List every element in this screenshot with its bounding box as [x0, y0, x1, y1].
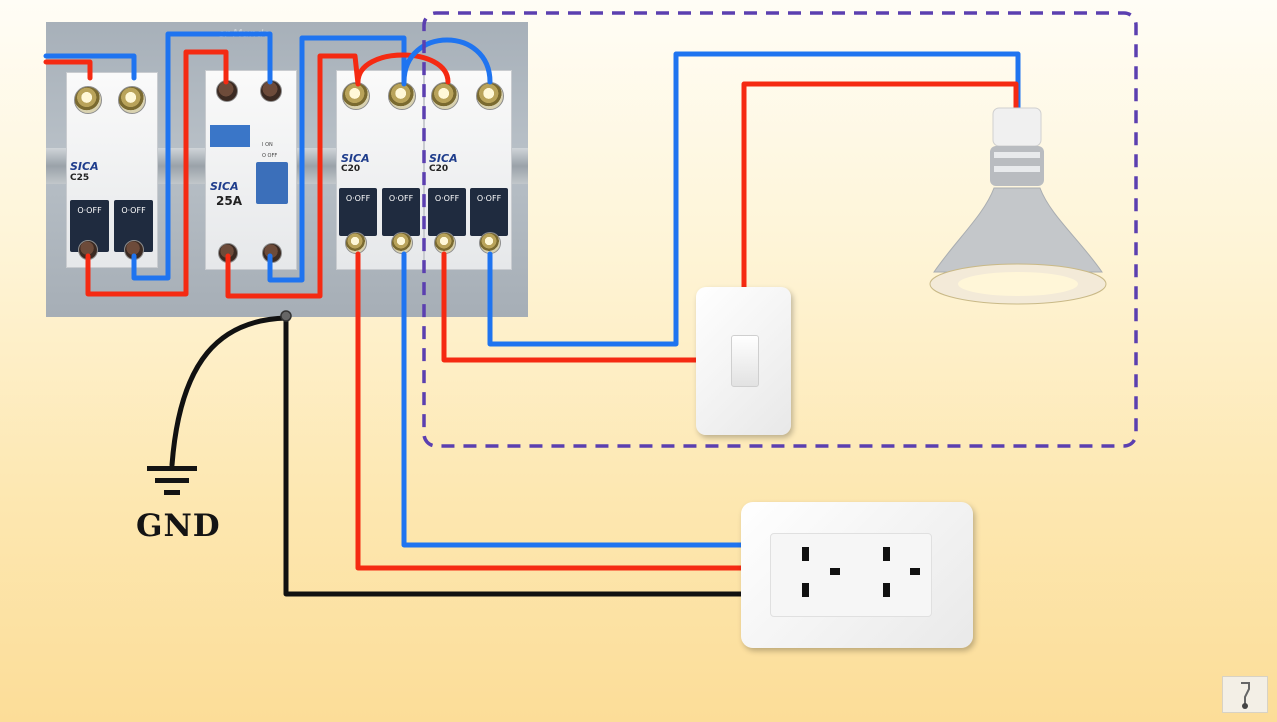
rcd-to-branch-phase — [225, 53, 361, 299]
rcd-test-window — [210, 125, 250, 147]
main-breaker-terminal — [118, 86, 146, 114]
branch-breaker-2-terminal — [476, 82, 504, 110]
switch-phase-wire — [441, 251, 701, 363]
plug-logo-icon — [1241, 682, 1250, 709]
ground-lug — [280, 310, 292, 322]
switched-phase-wire — [741, 81, 1019, 293]
rcd-off-label: O OFF — [262, 153, 278, 159]
outlet-phase-wire — [355, 251, 745, 571]
lighting-circuit-boundary — [422, 11, 1138, 448]
main-breaker-brand: SICA — [70, 160, 99, 173]
channel-logo — [1222, 676, 1268, 713]
bulb-neutral-wire — [487, 51, 1021, 347]
ground-symbol — [147, 466, 197, 495]
branch-breaker-2-lever: O·OFF — [470, 188, 508, 236]
branch-breaker-2-brand: SICA — [429, 152, 458, 165]
branch-breaker-1-rating: C20 — [341, 164, 361, 174]
branch-breaker-1-off-right: O·OFF — [388, 194, 414, 203]
branch-breaker-2-off-right: O·OFF — [476, 194, 502, 203]
rcd-rating: 25A — [216, 194, 242, 208]
main-breaker-off-right: O·OFF — [121, 206, 146, 215]
main-to-rcd-phase — [85, 49, 229, 297]
branch-breaker-2-off-left: O·OFF — [434, 194, 460, 203]
supply-phase-wire — [43, 59, 93, 81]
branch-breaker-1-brand: SICA — [341, 152, 370, 165]
branch-breaker-1-lever: O·OFF — [382, 188, 420, 236]
branch-breaker-1-off-left: O·OFF — [345, 194, 371, 203]
branch-breaker-2-terminal — [431, 82, 459, 110]
ground-to-outlet-wire — [283, 315, 745, 597]
ground-label: GND — [136, 508, 221, 544]
branch-breaker-1-terminal — [342, 82, 370, 110]
supply-neutral-wire — [43, 53, 137, 81]
outlet-neutral-wire — [401, 251, 745, 548]
light-switch-rocker — [731, 335, 759, 387]
bridge-phase — [355, 52, 451, 85]
main-breaker-lever: O·OFF — [114, 200, 153, 252]
rcd-brand: SICA — [210, 180, 239, 193]
ground-wire — [169, 315, 289, 468]
main-breaker-rating: C25 — [70, 173, 90, 183]
rcd-to-branch-neutral — [267, 35, 407, 283]
main-to-rcd-neutral — [131, 31, 273, 281]
main-breaker-off-left: O·OFF — [77, 206, 102, 215]
rcd-lever — [256, 162, 288, 204]
branch-breaker-1-lever: O·OFF — [339, 188, 377, 236]
bridge-neutral — [401, 37, 493, 85]
light-bulb — [929, 107, 1107, 305]
main-breaker-terminal — [74, 86, 102, 114]
rcd-on-label: I ON — [262, 142, 273, 148]
outlet-face — [770, 533, 932, 617]
branch-breaker-2-lever: O·OFF — [428, 188, 466, 236]
branch-breaker-2-rating: C20 — [429, 164, 449, 174]
